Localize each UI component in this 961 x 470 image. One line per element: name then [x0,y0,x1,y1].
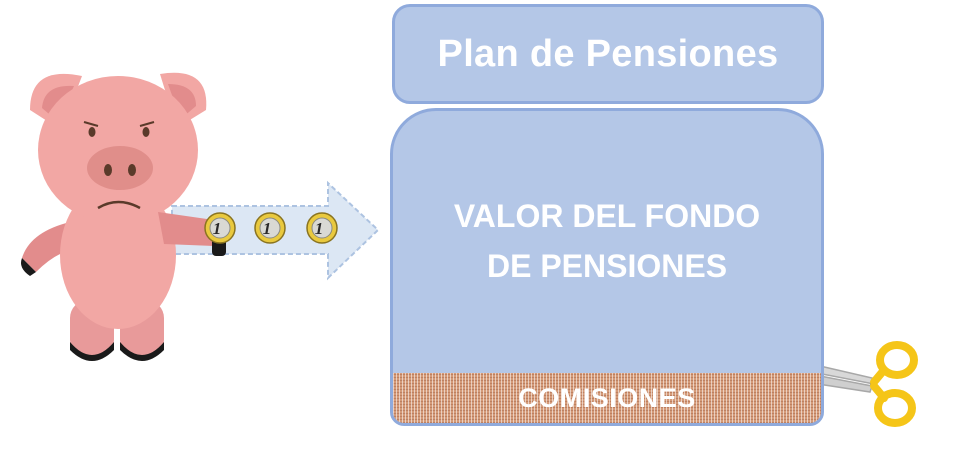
piggy-bank-character [21,72,226,361]
euro-coin-1: 1 [204,212,236,244]
fund-value-label: VALOR DEL FONDO DE PENSIONES [393,191,821,291]
euro-coins: 1 1 1 [204,212,338,244]
fund-value-line-2: DE PENSIONES [486,248,728,284]
euro-coin-label: 1 [263,219,272,238]
scissors-icon [817,341,918,427]
euro-coin-label: 1 [315,219,324,238]
pig-eye-left [88,127,96,137]
plan-title: Plan de Pensiones [437,32,779,75]
pig-snout [87,146,153,190]
euro-coin-3: 1 [306,212,338,244]
plan-title-box: Plan de Pensiones [392,4,824,104]
fees-band: COMISIONES [393,373,821,423]
fund-value-line-1: VALOR DEL FONDO [453,198,761,234]
pig-eye-right [142,127,150,137]
pig-arm-right [158,212,214,246]
fund-jar: VALOR DEL FONDO DE PENSIONES COMISIONES [390,108,824,426]
euro-coin-label: 1 [213,219,222,238]
fees-label: COMISIONES [518,382,696,413]
euro-coin-2: 1 [254,212,286,244]
pig-mouth [97,200,141,210]
